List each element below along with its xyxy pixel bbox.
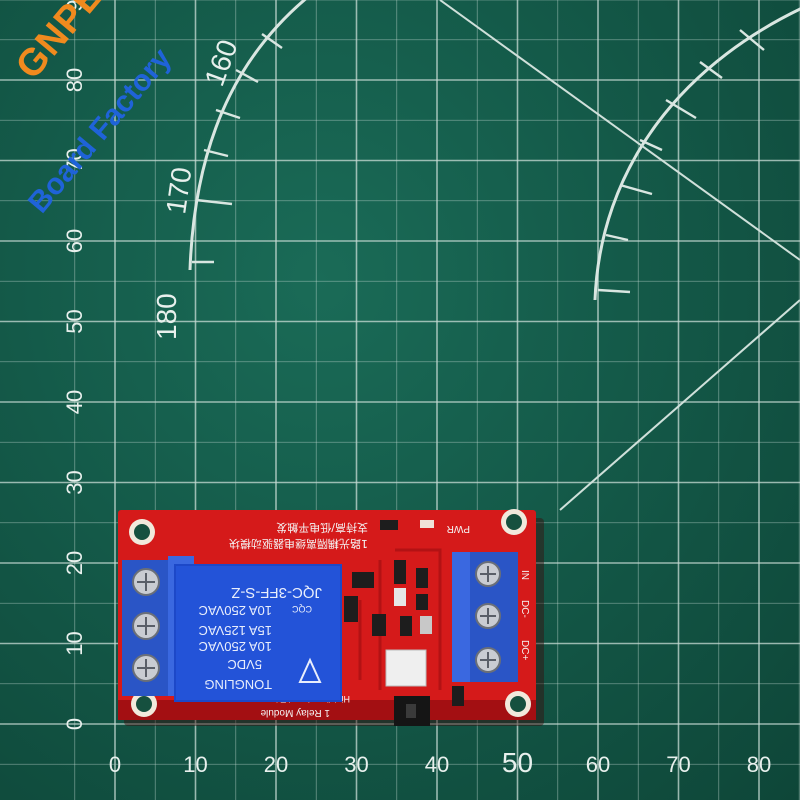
relay: JQC-3FF-S-Z CQC 10A 250VAC 15A 125VAC 10… (174, 564, 342, 702)
relay-rating-1: 10A 250VAC (199, 603, 272, 618)
relay-rating-3: 10A 250VAC (199, 639, 272, 654)
relay-model: JQC-3FF-S-Z (231, 584, 322, 601)
protractor-tick (235, 68, 259, 84)
protractor-tick (261, 33, 283, 49)
angle-label-170: 170 (160, 165, 197, 216)
angle-label-180: 180 (151, 293, 182, 340)
pcb-subtitle-text: 支持高/低电平触发 (276, 521, 368, 535)
x-tick-label: 20 (264, 752, 288, 777)
pwr-led (420, 520, 434, 528)
protractor-tick (619, 183, 653, 196)
relay-module: 1路光耦隔离继电器驱动模块 支持高/低电平触发 PWR 1 Relay Modu… (118, 509, 544, 726)
protractor-tick (739, 29, 765, 51)
x-tick-label: 50 (502, 747, 533, 778)
relay-voltage: 5VDC (227, 657, 262, 672)
y-tick-label: 90 (62, 0, 87, 12)
x-tick-label: 40 (425, 752, 449, 777)
y-tick-label: 60 (62, 229, 87, 253)
y-tick-labels: 0 10 20 30 40 50 60 70 80 90 (62, 0, 87, 730)
protractor-tick (605, 233, 629, 242)
pwr-label: PWR (447, 523, 470, 534)
protractor-tick (203, 148, 229, 158)
protractor-tick (195, 198, 233, 206)
transistor (352, 572, 374, 588)
relay-brand: TONGLING (204, 677, 272, 692)
y-tick-label: 10 (62, 631, 87, 655)
diagonal-line-2 (439, 0, 800, 261)
relay-rating-2: 15A 125VAC (199, 623, 272, 638)
protractor-tick (597, 288, 631, 294)
dc-plus-label: DC+ (519, 640, 530, 660)
trigger-jumper (394, 696, 430, 726)
y-tick-label: 40 (62, 390, 87, 414)
y-tick-label: 30 (62, 470, 87, 494)
diode (344, 596, 358, 622)
relay-cqc: CQC (292, 604, 313, 614)
y-tick-label: 70 (62, 148, 87, 172)
y-tick-label: 80 (62, 68, 87, 92)
watermark-line-1: GNPE (8, 0, 112, 87)
x-tick-label: 0 (109, 752, 121, 777)
optocoupler (385, 649, 427, 687)
protractor-tick (215, 108, 241, 120)
watermark: GNPE Board Factory (0, 0, 240, 240)
protractor-tick (699, 61, 723, 79)
x-tick-label: 60 (586, 752, 610, 777)
x-tick-label: 10 (183, 752, 207, 777)
protractor-tick (639, 138, 663, 152)
protractor-tick (665, 98, 697, 120)
protractor-ticks (192, 29, 765, 294)
protractor-arcs (188, 0, 800, 511)
in-label: IN (519, 570, 530, 580)
protractor-arc-right (593, 7, 800, 301)
smd-components (344, 520, 464, 706)
y-tick-label: 20 (62, 551, 87, 575)
dc-minus-label: DC- (519, 600, 530, 618)
pcb-title-text: 1路光耦隔离继电器驱动模块 (229, 537, 368, 551)
relay-logo (298, 657, 322, 683)
bottom-silk-text: 1 Relay Module (260, 707, 330, 718)
x-tick-label: 30 (344, 752, 368, 777)
right-terminal-block (452, 552, 518, 682)
diagonal-line-1 (559, 299, 800, 511)
protractor-arc-left (188, 0, 307, 271)
y-tick-label: 50 (62, 309, 87, 333)
x-tick-label: 80 (747, 752, 771, 777)
x-tick-label: 70 (666, 752, 690, 777)
y-tick-label: 0 (62, 718, 87, 730)
mounting-holes (129, 509, 531, 717)
x-tick-labels: 0 10 20 30 40 50 60 70 80 (109, 747, 771, 778)
pcb-edge (118, 700, 536, 720)
